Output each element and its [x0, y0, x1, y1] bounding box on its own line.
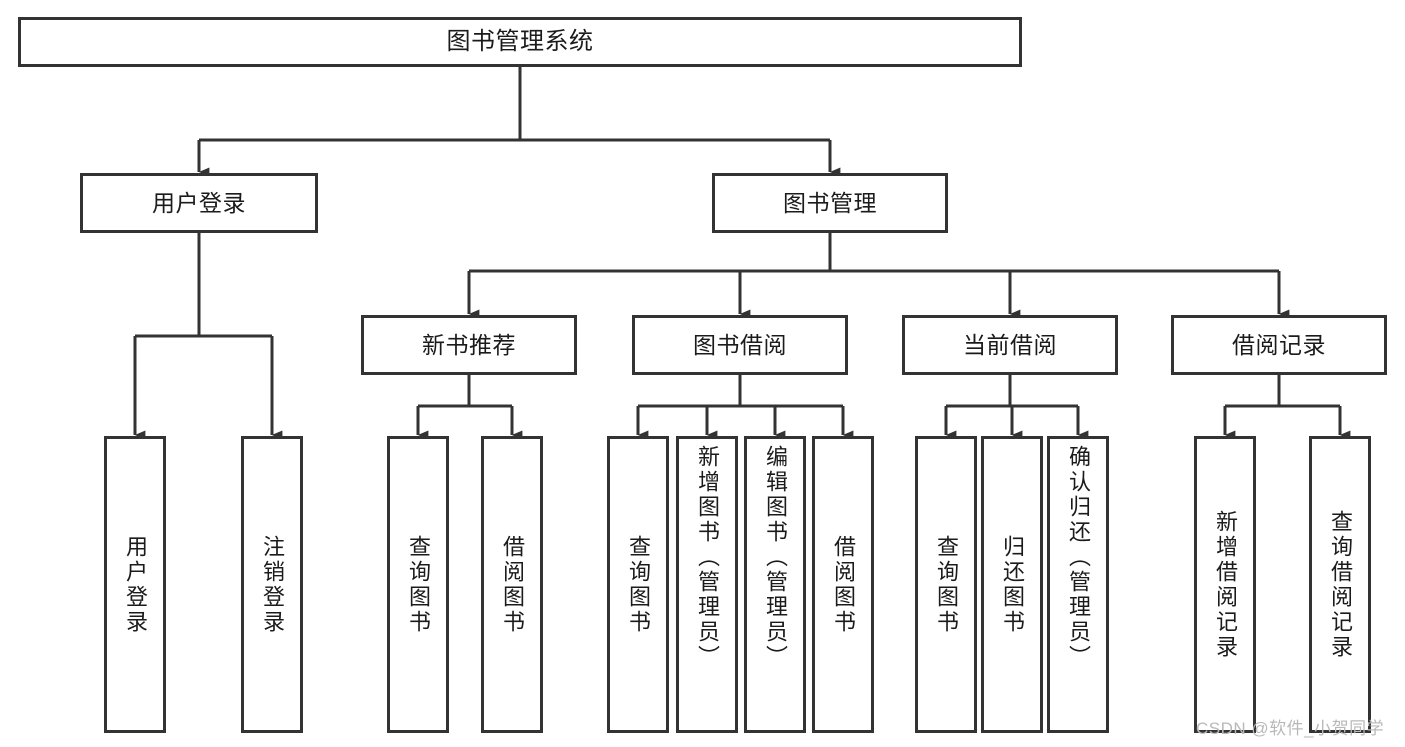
node-borrow-1[interactable]: 查询图书	[607, 436, 669, 733]
node-label-current-2: 归还图书	[1000, 534, 1025, 635]
node-label-borrow-1: 查询图书	[626, 534, 651, 635]
node-borrow[interactable]: 图书借阅	[632, 315, 848, 375]
node-newbook[interactable]: 新书推荐	[361, 315, 577, 375]
node-record-2[interactable]: 查询借阅记录	[1309, 436, 1371, 733]
node-label-record-1: 新增借阅记录	[1213, 509, 1238, 660]
node-record-1[interactable]: 新增借阅记录	[1194, 436, 1256, 733]
node-label-login-1: 用户登录	[123, 534, 148, 635]
node-label-current-3: 确认归还（管理员）	[1066, 445, 1091, 670]
node-label-newbook-2: 借阅图书	[500, 534, 525, 635]
node-label-current: 当前借阅	[963, 331, 1057, 358]
node-newbook-2[interactable]: 借阅图书	[481, 436, 543, 733]
node-label-newbook: 新书推荐	[422, 331, 516, 358]
node-newbook-1[interactable]: 查询图书	[387, 436, 449, 733]
node-root[interactable]: 图书管理系统	[18, 17, 1022, 67]
node-login[interactable]: 用户登录	[80, 173, 318, 233]
node-borrow-4[interactable]: 借阅图书	[812, 436, 874, 733]
node-label-record-2: 查询借阅记录	[1328, 509, 1353, 660]
node-label-current-1: 查询图书	[934, 534, 959, 635]
node-label-borrow-3: 编辑图书（管理员）	[763, 445, 788, 670]
node-bookmgmt[interactable]: 图书管理	[712, 173, 948, 233]
node-login-2[interactable]: 注销登录	[241, 436, 303, 733]
node-current-3[interactable]: 确认归还（管理员）	[1047, 436, 1109, 733]
node-borrow-2[interactable]: 新增图书（管理员）	[676, 436, 738, 733]
node-current[interactable]: 当前借阅	[902, 315, 1118, 375]
node-record[interactable]: 借阅记录	[1171, 315, 1387, 375]
node-label-record: 借阅记录	[1232, 331, 1326, 358]
node-label-bookmgmt: 图书管理	[783, 189, 877, 216]
node-label-borrow: 图书借阅	[693, 331, 787, 358]
node-label-borrow-4: 借阅图书	[831, 534, 856, 635]
node-login-1[interactable]: 用户登录	[104, 436, 166, 733]
node-label-login-2: 注销登录	[260, 534, 285, 635]
node-current-2[interactable]: 归还图书	[981, 436, 1043, 733]
node-borrow-3[interactable]: 编辑图书（管理员）	[744, 436, 806, 733]
node-label-login: 用户登录	[152, 189, 246, 216]
node-current-1[interactable]: 查询图书	[915, 436, 977, 733]
node-label-borrow-2: 新增图书（管理员）	[695, 445, 720, 670]
edge-group	[133, 67, 1351, 440]
node-label-newbook-1: 查询图书	[406, 534, 431, 635]
node-label-root: 图书管理系统	[446, 28, 594, 56]
